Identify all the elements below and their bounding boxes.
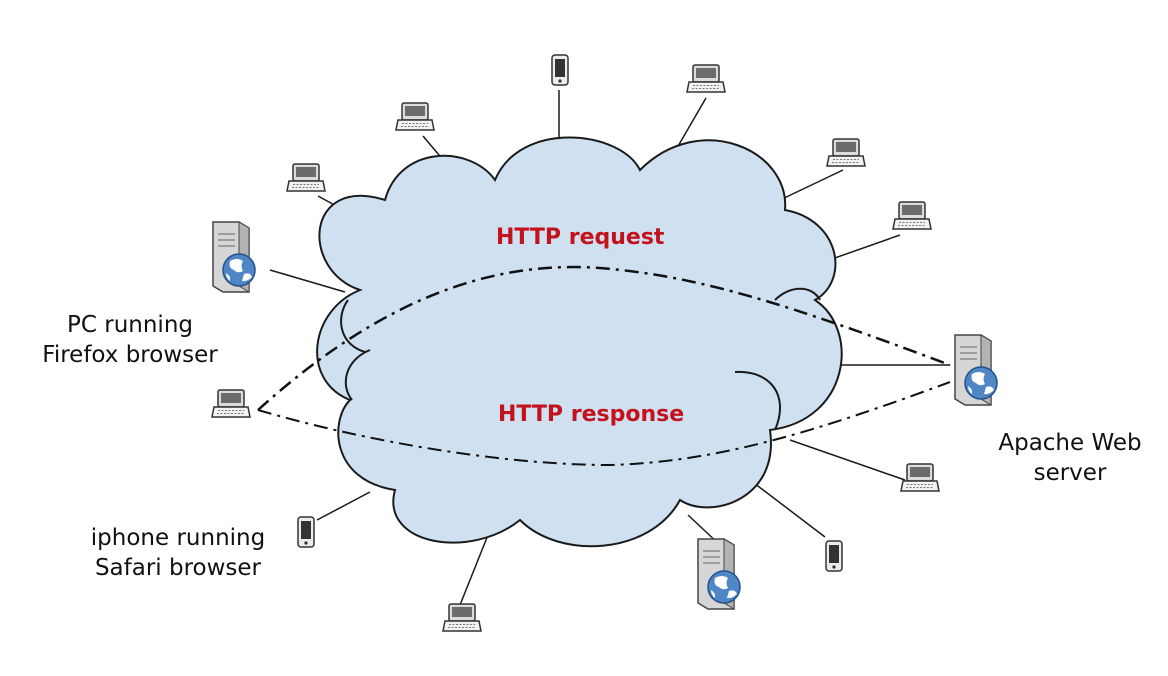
laptop-icon bbox=[286, 163, 326, 192]
laptop-icon bbox=[900, 463, 940, 492]
apache-label-line1: Apache Web bbox=[998, 430, 1142, 456]
laptop-icon bbox=[892, 201, 932, 230]
iphone-label-line2: Safari browser bbox=[94, 555, 262, 581]
laptop-icon bbox=[442, 603, 482, 632]
pc-label-line2: Firefox browser bbox=[42, 342, 218, 368]
server-icon bbox=[698, 539, 740, 609]
http-response-label: HTTP response bbox=[498, 402, 685, 427]
phone-icon bbox=[551, 54, 569, 86]
apache-label-line2: server bbox=[1033, 460, 1107, 486]
pc-label: PC running Firefox browser bbox=[22, 310, 238, 370]
laptop-icon bbox=[395, 102, 435, 131]
phone-icon bbox=[825, 540, 843, 572]
server-icon bbox=[955, 335, 997, 405]
phone-icon bbox=[297, 516, 315, 548]
apache-label: Apache Web server bbox=[978, 428, 1162, 488]
laptop-icon bbox=[826, 138, 866, 167]
http-request-label: HTTP request bbox=[496, 225, 665, 250]
laptop-icon bbox=[211, 389, 251, 418]
http-request-path bbox=[257, 265, 951, 411]
http-response-path bbox=[257, 381, 951, 467]
pc-label-line1: PC running bbox=[67, 312, 193, 338]
iphone-label-line1: iphone running bbox=[90, 525, 266, 551]
server-icon bbox=[213, 222, 255, 292]
iphone-label: iphone running Safari browser bbox=[70, 523, 286, 583]
laptop-icon bbox=[686, 64, 726, 93]
internet-cloud bbox=[316, 136, 843, 548]
cloud-lobes bbox=[340, 287, 821, 431]
